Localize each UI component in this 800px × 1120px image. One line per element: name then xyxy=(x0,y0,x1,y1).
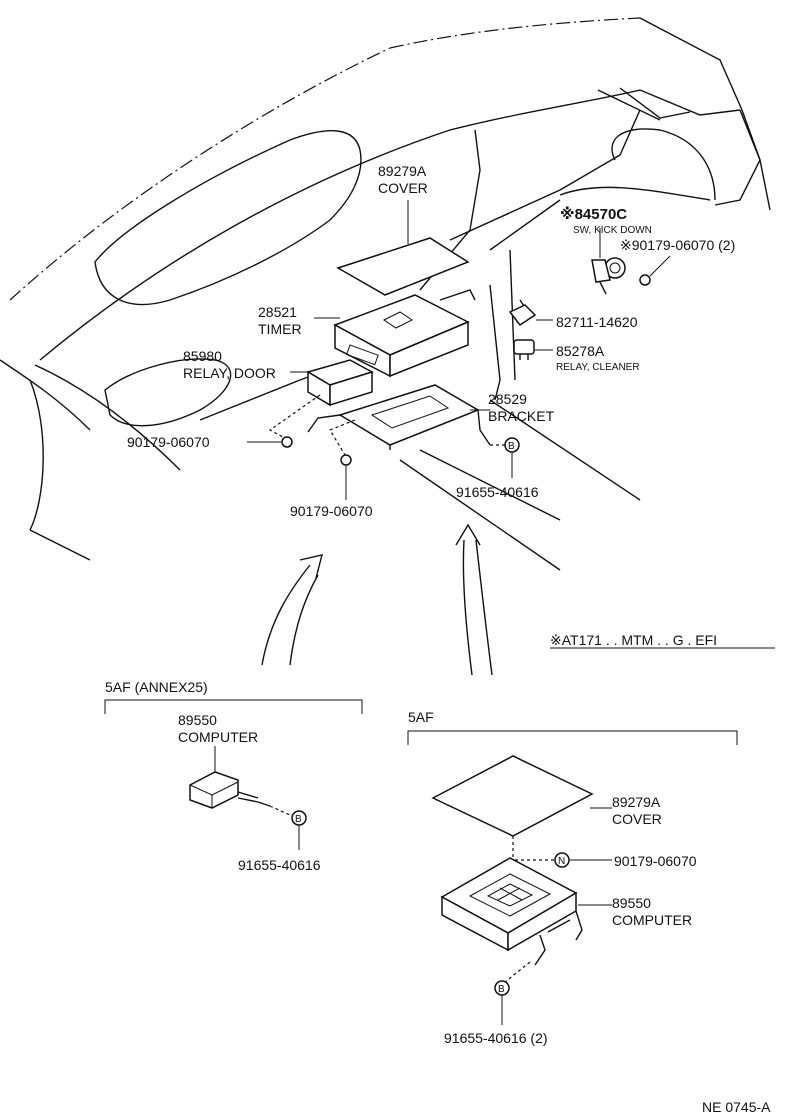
model-note: ※AT171 . . MTM . . G . EFI xyxy=(550,632,775,649)
connector-82711: 82711-14620 xyxy=(508,299,638,330)
model-note-text: ※AT171 . . MTM . . G . EFI xyxy=(550,632,717,648)
fiveaf-computer-number: 89550 xyxy=(612,895,651,911)
figure-id: NE 0745-A xyxy=(702,1099,771,1115)
annex-computer-number: 89550 xyxy=(178,712,217,728)
bracket-bolt-number: 91655-40616 xyxy=(456,484,539,500)
annex-group: 5AF (ANNEX25) 89550 COMPUTER B 91655-406… xyxy=(104,679,363,873)
relay-cleaner-number: 85278A xyxy=(556,343,605,359)
annex-bolt-number: 91655-40616 xyxy=(238,857,321,873)
fiveaf-nut-mark: N xyxy=(558,856,565,867)
kickdown-name: SW, KICK DOWN xyxy=(573,225,652,236)
fiveaf-cover-number: 89279A xyxy=(612,794,661,810)
timer-unit: 28521 TIMER xyxy=(258,294,470,378)
bracket-bolt: B 91655-40616 xyxy=(456,437,539,500)
fiveaf-group: 5AF 89279A COVER N 90179-06070 89550 COM… xyxy=(407,709,738,1046)
timer-number: 28521 xyxy=(258,304,297,320)
top-cover-name: COVER xyxy=(378,180,428,196)
nut-lower-number: 90179-06070 xyxy=(290,503,373,519)
top-cover-number: 89279A xyxy=(378,163,427,179)
kickdown-switch: ※84570C SW, KICK DOWN xyxy=(560,205,652,295)
kickdown-number: ※84570C xyxy=(560,205,627,223)
relay-cleaner: 85278A RELAY, CLEANER xyxy=(513,339,640,373)
nut-lower: 90179-06070 xyxy=(290,454,373,519)
annex-computer-name: COMPUTER xyxy=(178,729,258,745)
relay-door: 85980 RELAY, DOOR xyxy=(183,348,374,407)
relay-cleaner-name: RELAY, CLEANER xyxy=(556,362,640,373)
fiveaf-nut-number: 90179-06070 xyxy=(614,853,697,869)
bracket-name: BRACKET xyxy=(488,408,555,424)
annex-group-title: 5AF (ANNEX25) xyxy=(105,679,208,695)
fiveaf-group-title: 5AF xyxy=(408,709,434,725)
bracket-number: 28529 xyxy=(488,391,527,407)
top-cover: 89279A COVER xyxy=(336,163,470,296)
fiveaf-cover-name: COVER xyxy=(612,811,662,827)
kickdown-nut-number: ※90179-06070 (2) xyxy=(620,237,735,253)
fiveaf-bolt-mark: B xyxy=(498,984,505,995)
timer-name: TIMER xyxy=(258,321,302,337)
relay-door-name: RELAY, DOOR xyxy=(183,365,276,381)
fiveaf-computer-name: COMPUTER xyxy=(612,912,692,928)
nut-left-number: 90179-06070 xyxy=(127,434,210,450)
nut-left: 90179-06070 xyxy=(127,434,293,450)
bracket-bolt-mark: B xyxy=(508,441,515,452)
annex-bolt-mark: B xyxy=(295,814,302,825)
fiveaf-bolt-number: 91655-40616 (2) xyxy=(444,1030,548,1046)
relay-door-number: 85980 xyxy=(183,348,222,364)
kickdown-nut: ※90179-06070 (2) xyxy=(620,237,735,286)
bracket: 28529 BRACKET xyxy=(307,384,555,450)
reference-arrows xyxy=(261,523,493,676)
connector-82711-number: 82711-14620 xyxy=(556,314,638,330)
